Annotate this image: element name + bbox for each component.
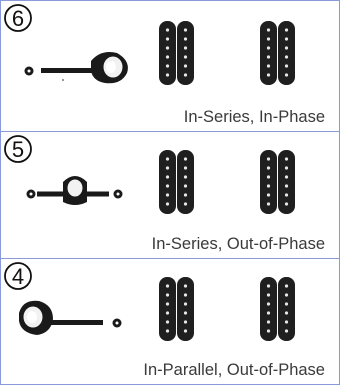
panel-position-5: 5 bbox=[0, 131, 340, 259]
panel-position-4: 4 bbox=[0, 258, 340, 385]
switch-knob-right-icon bbox=[24, 52, 128, 84]
position-number-label: 5 bbox=[12, 137, 24, 162]
humbucker-pickup-neck-icon bbox=[159, 150, 194, 214]
switch-knob-left-icon bbox=[19, 300, 122, 335]
panel-6-graphics: 6 bbox=[4, 4, 295, 85]
humbucker-pickup-neck-icon bbox=[159, 277, 194, 341]
wiring-mode-caption: In-Series, Out-of-Phase bbox=[151, 235, 325, 253]
humbucker-pickup-bridge-icon bbox=[260, 150, 295, 214]
humbucker-pickup-bridge-icon bbox=[260, 21, 295, 85]
humbucker-pickup-neck-icon bbox=[159, 21, 194, 85]
panel-5-graphics: 5 bbox=[4, 135, 295, 214]
switch-knob-center-icon bbox=[26, 176, 123, 205]
position-number-circle bbox=[4, 4, 32, 32]
position-number-label: 6 bbox=[12, 6, 24, 31]
wiring-mode-caption: In-Parallel, Out-of-Phase bbox=[143, 361, 325, 379]
position-number-circle bbox=[4, 262, 32, 290]
position-number-circle bbox=[4, 135, 32, 163]
position-number-label: 4 bbox=[12, 264, 24, 289]
panel-position-6: 6 bbox=[0, 0, 340, 132]
wiring-mode-caption: In-Series, In-Phase bbox=[183, 108, 325, 126]
panel-4-graphics: 4 bbox=[4, 262, 295, 341]
humbucker-pickup-bridge-icon bbox=[260, 277, 295, 341]
